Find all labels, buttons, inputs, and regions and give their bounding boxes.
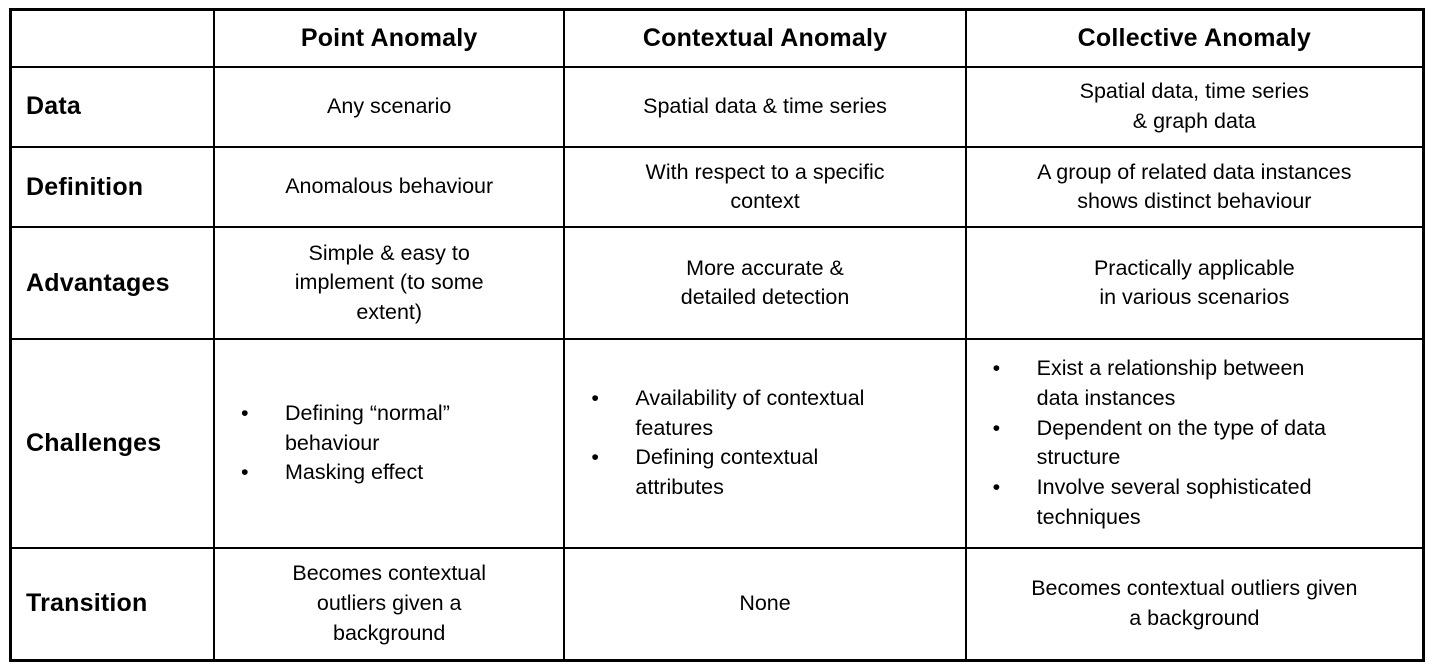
- cell-text: More accurate & detailed detection: [680, 255, 850, 310]
- header-row: Point Anomaly Contextual Anomaly Collect…: [9, 8, 1425, 68]
- bullet-list: • Availability of contextual features • De…: [591, 384, 956, 503]
- cell-text: Becomes contextual outliers given a back…: [1031, 576, 1358, 630]
- row-label-data: Data: [9, 65, 215, 149]
- cell-advantages-point: Simple & easy to implement (to some exte…: [212, 226, 566, 340]
- bullet-text: Involve several sophisticated techniques: [1036, 475, 1312, 529]
- column-header-point-anomaly: Point Anomaly: [212, 8, 566, 68]
- bullet-icon: •: [591, 386, 599, 411]
- bullet-item: • Defining contextual attributes: [591, 443, 956, 502]
- bullet-item: • Masking effect: [241, 458, 555, 488]
- bullet-text: Exist a relationship between data instan…: [1036, 356, 1305, 411]
- cell-data-collective: Spatial data, time series & graph data: [964, 65, 1425, 149]
- table-row-transition: Transition Becomes contextual outliers g…: [9, 546, 1425, 662]
- table-row-data: Data Any scenario Spatial data & time se…: [9, 65, 1425, 149]
- bullet-text: Dependent on the type of data structure: [1036, 415, 1326, 470]
- cell-text: Spatial data & time series: [643, 94, 887, 119]
- bullet-icon: •: [992, 356, 1001, 381]
- cell-text: Becomes contextual outliers given a back…: [292, 561, 486, 645]
- row-label-transition: Transition: [9, 546, 215, 662]
- cell-text: None: [739, 591, 791, 616]
- cell-transition-contextual: None: [563, 546, 967, 662]
- column-header-contextual-anomaly: Contextual Anomaly: [563, 8, 967, 68]
- cell-definition-point: Anomalous behaviour: [212, 146, 566, 229]
- bullet-item: • Exist a relationship between data insta…: [993, 354, 1414, 413]
- bullet-text: Availability of contextual features: [635, 386, 865, 440]
- cell-advantages-contextual: More accurate & detailed detection: [563, 226, 967, 340]
- bullet-list: • Exist a relationship between data insta…: [993, 354, 1414, 532]
- bullet-icon: •: [240, 460, 249, 485]
- column-header-collective-anomaly: Collective Anomaly: [964, 8, 1425, 68]
- bullet-text: Defining “normal” behaviour: [284, 400, 450, 455]
- table-row-definition: Definition Anomalous behaviour With resp…: [9, 146, 1425, 229]
- row-label-advantages: Advantages: [9, 226, 215, 340]
- corner-cell: [9, 8, 215, 68]
- cell-text: Spatial data, time series & graph data: [1079, 79, 1310, 133]
- bullet-icon: •: [240, 400, 249, 425]
- table-row-advantages: Advantages Simple & easy to implement (t…: [9, 226, 1425, 340]
- cell-text: Any scenario: [327, 94, 452, 119]
- cell-definition-contextual: With respect to a specific context: [563, 146, 967, 229]
- table-row-challenges: Challenges • Defining “normal” behaviour …: [9, 337, 1425, 549]
- bullet-item: • Defining “normal” behaviour: [241, 399, 555, 458]
- bullet-list: • Defining “normal” behaviour • Masking ef…: [241, 399, 555, 488]
- cell-transition-point: Becomes contextual outliers given a back…: [212, 546, 566, 662]
- cell-text: Practically applicable in various scenar…: [1093, 255, 1295, 310]
- cell-definition-collective: A group of related data instances shows …: [964, 146, 1425, 229]
- cell-data-contextual: Spatial data & time series: [563, 65, 967, 149]
- cell-data-point: Any scenario: [212, 65, 566, 149]
- bullet-icon: •: [992, 415, 1001, 440]
- bullet-item: • Involve several sophisticated technique…: [993, 473, 1414, 532]
- anomaly-comparison-table: Point Anomaly Contextual Anomaly Collect…: [9, 8, 1425, 662]
- row-label-challenges: Challenges: [9, 337, 215, 549]
- cell-transition-collective: Becomes contextual outliers given a back…: [964, 546, 1425, 662]
- row-label-definition: Definition: [9, 146, 215, 229]
- cell-challenges-point: • Defining “normal” behaviour • Masking ef…: [212, 337, 566, 549]
- cell-challenges-contextual: • Availability of contextual features • De…: [563, 337, 967, 549]
- cell-text: With respect to a specific context: [645, 159, 885, 214]
- bullet-item: • Availability of contextual features: [591, 384, 956, 443]
- bullet-item: • Dependent on the type of data structure: [993, 414, 1414, 473]
- cell-advantages-collective: Practically applicable in various scenar…: [964, 226, 1425, 340]
- cell-text: Simple & easy to implement (to some exte…: [294, 240, 484, 325]
- bullet-icon: •: [992, 475, 1001, 500]
- cell-challenges-collective: • Exist a relationship between data insta…: [964, 337, 1425, 549]
- bullet-icon: •: [591, 445, 599, 470]
- cell-text: Anomalous behaviour: [285, 174, 494, 199]
- cell-text: A group of related data instances shows …: [1037, 159, 1352, 214]
- bullet-text: Masking effect: [284, 460, 424, 485]
- bullet-text: Defining contextual attributes: [635, 445, 819, 500]
